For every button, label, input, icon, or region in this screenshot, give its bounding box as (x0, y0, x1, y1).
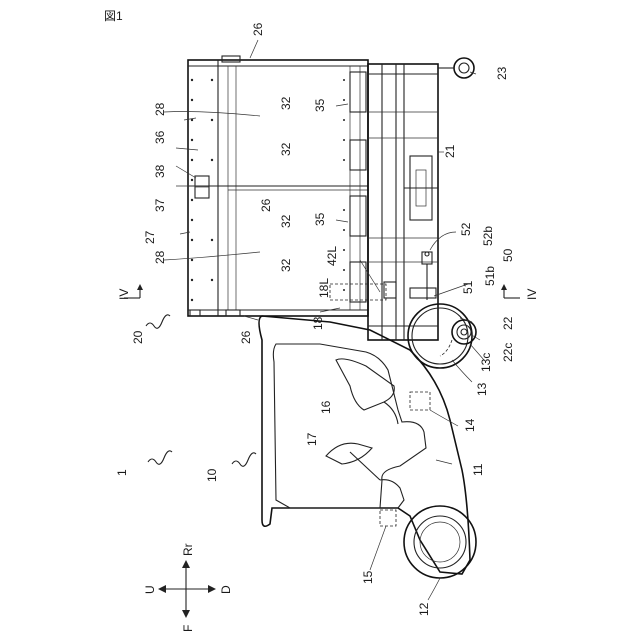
label-26-top: 26 (251, 22, 265, 36)
leader-1 (148, 451, 172, 464)
label-35-a: 35 (313, 98, 327, 112)
label-13c: 13c (479, 353, 493, 372)
label-37: 37 (153, 198, 167, 212)
label-42L: 42L (325, 246, 339, 266)
label-52b: 52b (481, 226, 495, 246)
label-52: 52 (459, 222, 473, 236)
label-36: 36 (153, 130, 167, 144)
label-38: 38 (153, 164, 167, 178)
label-32-c: 32 (279, 214, 293, 228)
front-wheel (404, 506, 476, 578)
label-23: 23 (495, 66, 509, 80)
label-26-mid: 26 (259, 198, 273, 212)
direction-compass (158, 560, 216, 618)
label-20: 20 (131, 330, 145, 344)
section-marker-right (501, 284, 520, 298)
label-iv-right: IV (525, 289, 539, 300)
label-26-bot: 26 (239, 330, 253, 344)
label-21: 21 (443, 144, 457, 158)
label-32-b: 32 (279, 142, 293, 156)
label-51b: 51b (483, 266, 497, 286)
component-15 (380, 510, 396, 526)
label-16: 16 (319, 400, 333, 414)
label-iv-left: IV (117, 289, 131, 300)
label-22: 22 (501, 316, 515, 330)
direction-up: U (143, 585, 157, 594)
label-15: 15 (361, 570, 375, 584)
leader-10 (232, 453, 256, 466)
label-51: 51 (461, 280, 475, 294)
label-13: 13 (475, 382, 489, 396)
label-32-d: 32 (279, 258, 293, 272)
label-28-a: 28 (153, 102, 167, 116)
label-14: 14 (463, 418, 477, 432)
cargo-container (188, 56, 368, 316)
label-22c: 22c (501, 343, 515, 362)
rear-caster-wheel (438, 58, 474, 78)
label-27: 27 (143, 230, 157, 244)
label-35-b: 35 (313, 212, 327, 226)
label-18: 18 (311, 316, 325, 330)
label-12: 12 (417, 602, 431, 616)
component-14 (410, 392, 430, 410)
rack-units (350, 72, 366, 302)
label-10: 10 (205, 468, 219, 482)
label-18L: 18L (317, 278, 331, 298)
label-17: 17 (305, 432, 319, 446)
figure-title: 図1 (104, 9, 123, 23)
direction-down: D (219, 585, 233, 594)
vehicle-body (259, 316, 470, 574)
label-50: 50 (501, 248, 515, 262)
direction-rear: Rr (181, 543, 195, 556)
direction-front: F (181, 625, 195, 632)
label-11: 11 (471, 463, 485, 476)
lift-frame (330, 64, 438, 340)
leader-20 (146, 315, 170, 328)
label-28-b: 28 (153, 250, 167, 264)
label-32-a: 32 (279, 96, 293, 110)
label-1: 1 (115, 469, 129, 476)
